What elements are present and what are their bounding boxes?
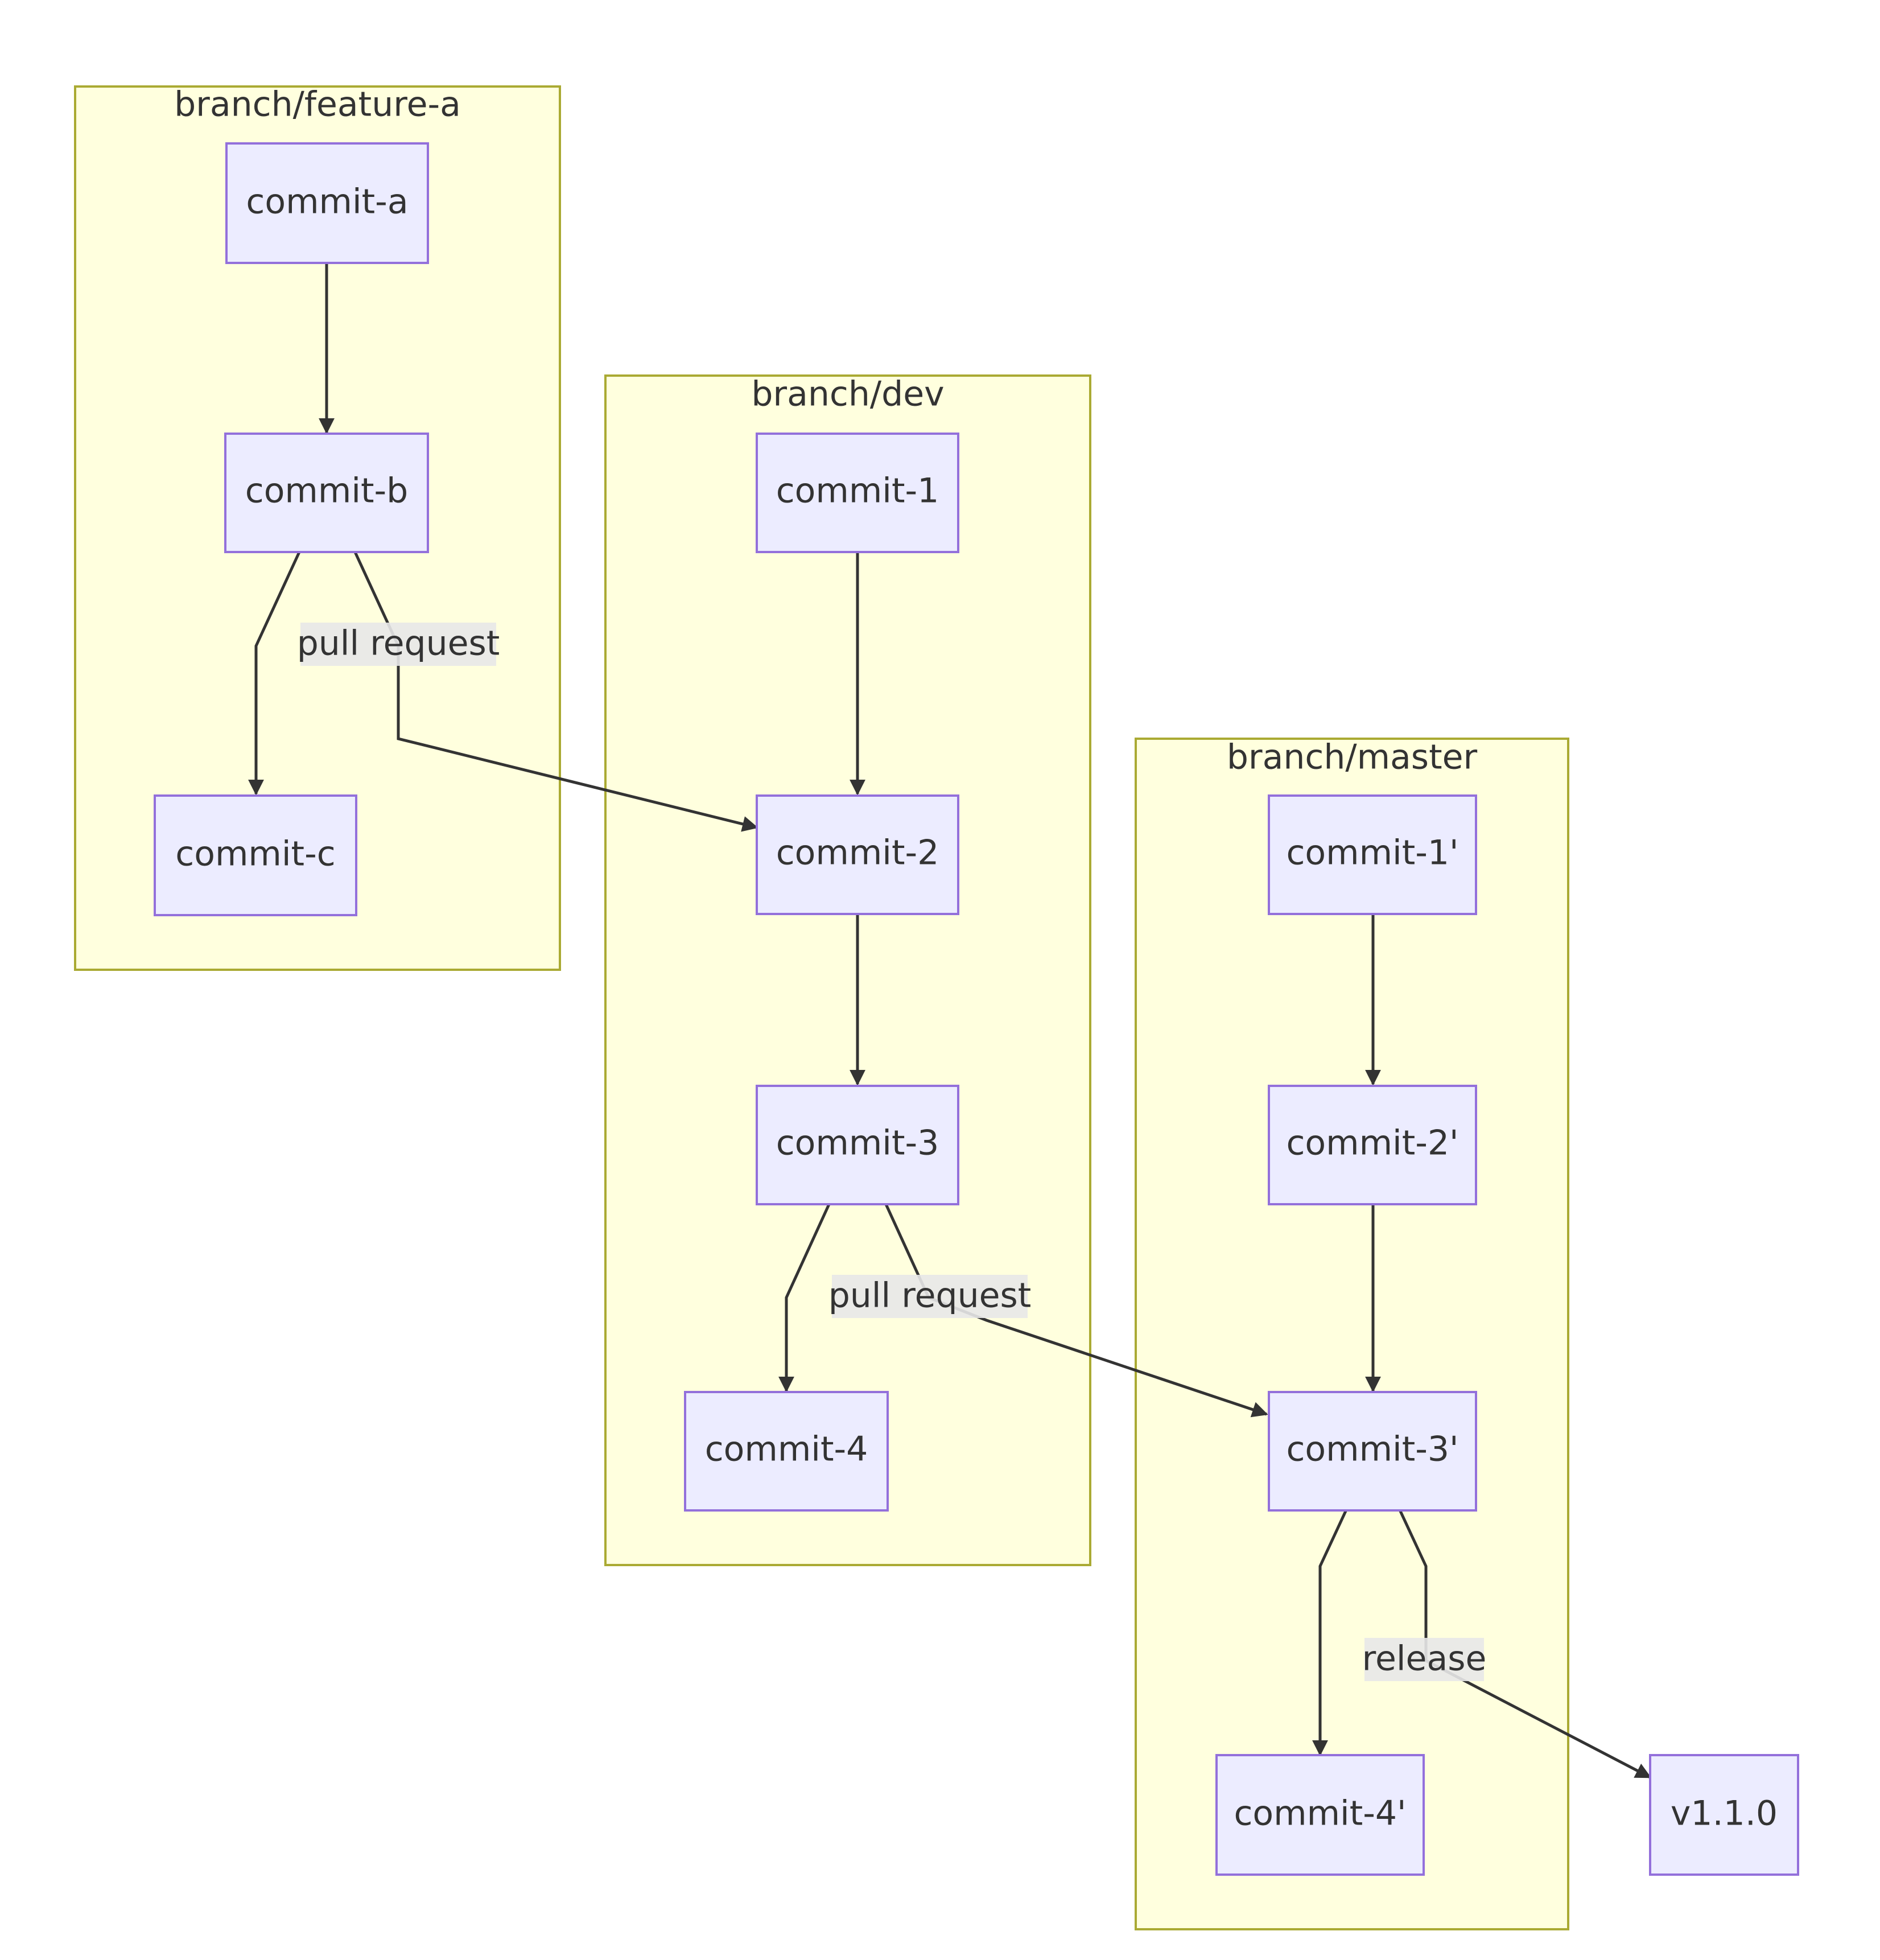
node-label-commit-1: commit-1 [776,471,939,511]
node-label-commit-1-prime: commit-1' [1286,833,1458,873]
node-label-commit-3-prime: commit-3' [1286,1430,1458,1469]
node-commit-2-prime[interactable]: commit-2' [1268,1085,1477,1205]
node-label-commit-2-prime: commit-2' [1286,1123,1458,1163]
node-commit-1-prime[interactable]: commit-1' [1268,794,1477,915]
node-commit-b[interactable]: commit-b [224,433,429,553]
node-label-commit-2: commit-2 [776,833,939,873]
edge-label-pull-request-2: pull request [828,1275,1032,1318]
edge-label-release: release [1362,1638,1487,1681]
node-label-commit-4: commit-4 [705,1430,868,1469]
node-commit-3[interactable]: commit-3 [756,1085,959,1205]
node-commit-2[interactable]: commit-2 [756,794,959,915]
edge-commit-3p-to-v110 [1398,1509,1652,1779]
edge-commit-b-to-commit-2 [353,551,758,832]
edge-label-pull-request-1: pull request [297,623,500,666]
node-label-v1-1-0: v1.1.0 [1671,1794,1778,1834]
edge-label-text-pull-request-2: pull request [828,1276,1032,1316]
node-label-commit-4-prime: commit-4' [1234,1794,1406,1834]
cluster-title-branch-feature-a: branch/feature-a [174,85,461,125]
node-v1-1-0[interactable]: v1.1.0 [1649,1754,1799,1876]
edge-commit-3p-to-commit-4p [1312,1509,1348,1756]
edge-commit-3-to-commit-4 [778,1203,831,1393]
cluster-branch-dev: branch/dev [604,374,1091,1566]
node-commit-c[interactable]: commit-c [154,794,357,916]
node-commit-4-prime[interactable]: commit-4' [1215,1754,1425,1876]
node-commit-3-prime[interactable]: commit-3' [1268,1391,1477,1512]
node-label-commit-a: commit-a [246,182,408,222]
edge-commit-b-to-commit-c [248,551,301,796]
edge-label-text-release: release [1362,1639,1487,1679]
cluster-branch-master: branch/master [1135,738,1569,1930]
node-commit-1[interactable]: commit-1 [756,433,959,553]
node-label-commit-b: commit-b [245,471,409,511]
node-label-commit-c: commit-c [175,834,335,874]
node-commit-a[interactable]: commit-a [225,142,429,264]
edge-label-text-pull-request-1: pull request [297,624,500,664]
cluster-title-branch-dev: branch/dev [751,374,944,414]
node-commit-4[interactable]: commit-4 [684,1391,889,1512]
cluster-title-branch-master: branch/master [1227,738,1478,777]
node-label-commit-3: commit-3 [776,1123,939,1163]
